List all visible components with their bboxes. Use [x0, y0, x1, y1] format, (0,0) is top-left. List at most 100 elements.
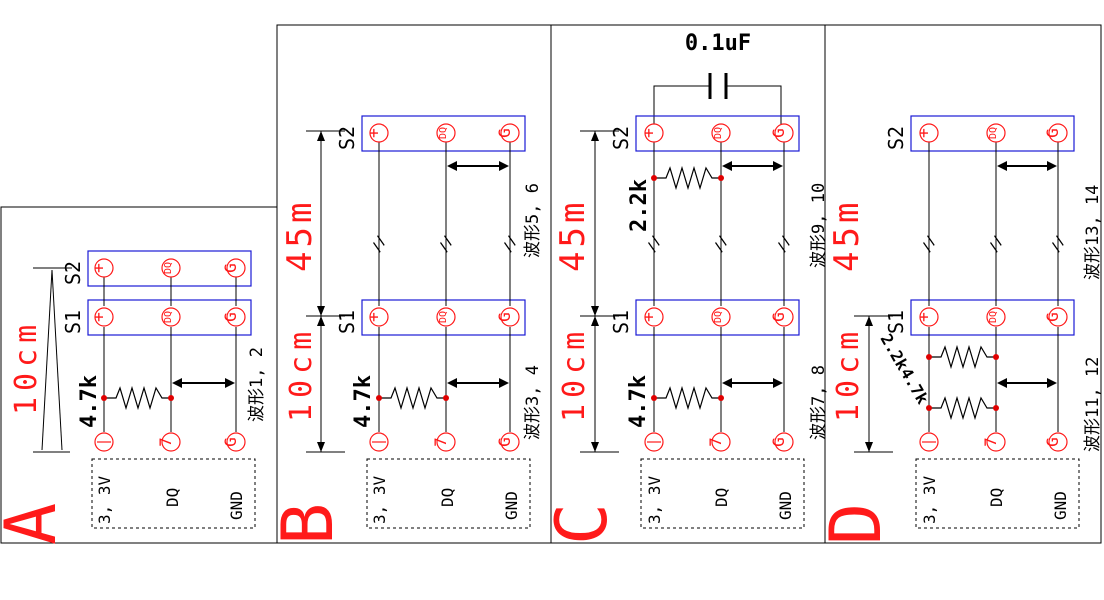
length-long-label: 45m	[280, 199, 320, 272]
cut-mark: //	[986, 234, 1007, 255]
cut-mark: //	[1048, 234, 1069, 255]
pin-gnd: G	[1043, 312, 1062, 322]
waveform-low-label: 波形7, 8	[809, 365, 829, 440]
connector-dq: DQ	[987, 488, 1006, 507]
header-s2	[87, 250, 252, 287]
connector-dq: DQ	[712, 488, 731, 507]
length-long-label: 45m	[553, 199, 593, 272]
panel-letter: B	[267, 503, 349, 545]
connector-3v3: 3, 3V	[645, 475, 664, 524]
waveform-label: 波形1, 2	[247, 347, 267, 422]
connector-dq: DQ	[438, 488, 457, 507]
header-s1	[87, 299, 252, 336]
connector-3v3: 3, 3V	[920, 475, 939, 524]
header-s1-label: S1	[609, 310, 633, 334]
pin-dq: DQ	[713, 311, 724, 323]
cut-mark: //	[644, 234, 665, 255]
connector-3v3: 3, 3V	[370, 475, 389, 524]
pin-plus: +	[914, 128, 933, 138]
cut-mark: //	[774, 234, 795, 255]
cut-mark: //	[436, 234, 457, 255]
pullup-resistor	[379, 385, 446, 411]
pullup-resistor-lower	[654, 385, 721, 411]
length-short-label: 10cm	[284, 326, 319, 422]
pin-gnd: G	[769, 128, 788, 138]
connector-3v3: 3, 3V	[95, 475, 114, 524]
connector-gnd: GND	[502, 491, 521, 520]
svg-text:7: 7	[156, 437, 175, 447]
waveform-high-label: 波形5, 6	[523, 183, 543, 258]
pin-gnd: G	[495, 312, 514, 322]
waveform-low-label: 波形3, 4	[523, 365, 543, 440]
capacitor-value: 0.1uF	[685, 31, 751, 56]
pin-dq: DQ	[988, 127, 999, 139]
cut-mark: //	[919, 234, 940, 255]
length-label: 10cm	[9, 319, 44, 415]
svg-text:7: 7	[981, 437, 1000, 447]
connector-box	[91, 458, 256, 529]
header-s1	[910, 299, 1075, 336]
pullup-resistor-upper	[929, 344, 996, 370]
pin-gnd: G	[221, 263, 240, 273]
waveform-high-label: 波形9, 10	[809, 183, 829, 268]
connector-gnd: GND	[227, 491, 246, 520]
pullup-resistor	[104, 385, 171, 411]
pin-plus: +	[89, 312, 108, 322]
panel-letter: A	[0, 503, 72, 545]
panel-letter: D	[815, 503, 897, 545]
panel-d-frame	[824, 24, 1102, 544]
connector-box	[915, 458, 1080, 529]
pin-plus: +	[364, 128, 383, 138]
connector-box	[366, 458, 531, 529]
panel-c: C 10cm 45m 0.1uF S2 S1 // // //	[541, 31, 829, 545]
waveform-high-label: 波形13, 14	[1083, 185, 1103, 280]
header-s2-label: S2	[609, 126, 633, 150]
pin-dq: DQ	[163, 262, 174, 274]
header-s2	[361, 115, 526, 152]
pin-dq: DQ	[438, 311, 449, 323]
length-short-label: 10cm	[831, 326, 866, 422]
pin-dq: DQ	[988, 311, 999, 323]
header-s2-label: S2	[61, 261, 85, 285]
header-s1	[361, 299, 526, 336]
svg-text:7: 7	[706, 437, 725, 447]
waveform-low-label: 波形11, 12	[1083, 357, 1103, 452]
cut-mark: //	[500, 234, 521, 255]
header-s2-label: S2	[335, 126, 359, 150]
panel-a: A 10cm S2 S1 + DQ G + DQ G	[0, 250, 267, 545]
header-s1-label: S1	[61, 310, 85, 334]
pin-gnd: G	[1043, 128, 1062, 138]
connector-gnd: GND	[776, 491, 795, 520]
connector-dq: DQ	[163, 488, 182, 507]
pin-dq: DQ	[713, 127, 724, 139]
pin-gnd: G	[495, 128, 514, 138]
pin-dq: DQ	[438, 127, 449, 139]
length-long-label: 45m	[827, 199, 867, 272]
resistor-value: 4.7k	[77, 375, 102, 428]
pullup-resistor-lower	[929, 395, 996, 421]
pin-dq: DQ	[163, 311, 174, 323]
resistor-value-lower: 4.7k	[626, 375, 651, 428]
resistor-value: 4.7k	[351, 375, 376, 428]
pin-plus: +	[89, 263, 108, 273]
svg-text:G: G	[769, 437, 788, 447]
panel-b: B 10cm 45m S2 S1 // // // + DQ G	[267, 115, 543, 545]
cut-mark: //	[711, 234, 732, 255]
header-s2	[635, 115, 800, 152]
length-short-label: 10cm	[557, 326, 592, 422]
svg-text:G: G	[221, 437, 240, 447]
header-s1	[635, 299, 800, 336]
svg-text:7: 7	[431, 437, 450, 447]
svg-text:G: G	[495, 437, 514, 447]
header-s1-label: S1	[884, 310, 908, 334]
resistor-value-upper: 2.2k	[627, 179, 652, 232]
panel-letter: C	[541, 503, 623, 545]
pin-gnd: G	[769, 312, 788, 322]
connector-box	[640, 458, 805, 529]
header-s2-label: S2	[884, 126, 908, 150]
pin-gnd: G	[221, 312, 240, 322]
pin-plus: +	[639, 128, 658, 138]
pullup-resistor-upper	[654, 165, 721, 191]
pin-plus: +	[364, 312, 383, 322]
panel-d: D 10cm 45m S2 S1 // // // + DQ G	[815, 115, 1103, 545]
